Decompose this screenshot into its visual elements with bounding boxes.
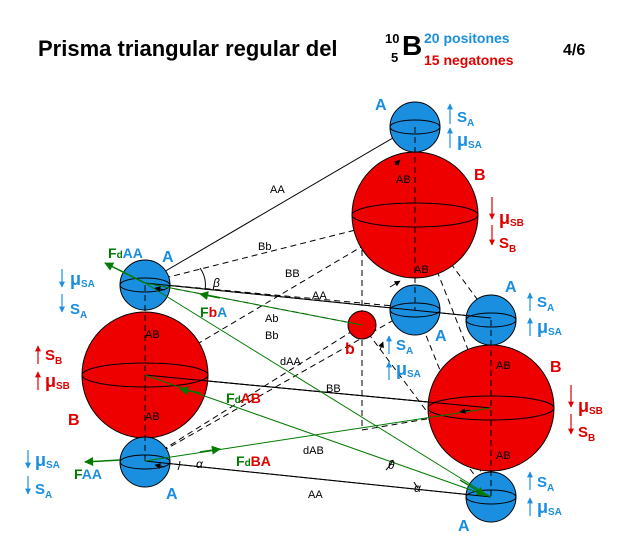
- svg-text:μSA: μSA: [70, 269, 95, 290]
- svg-text:μSA: μSA: [35, 450, 60, 471]
- svg-text:SB: SB: [578, 424, 595, 444]
- svg-text:SA: SA: [457, 109, 474, 129]
- svg-text:μSB: μSB: [578, 396, 603, 417]
- label-b-small: b: [345, 341, 355, 358]
- label-b-left: B: [68, 412, 80, 429]
- label-a-left-upper: A: [162, 249, 174, 266]
- angle-labels: β α α θ: [177, 267, 422, 495]
- edge-inner-bottom: [361, 407, 492, 431]
- daa-line: [144, 282, 492, 498]
- svg-text:SA: SA: [35, 481, 52, 501]
- negatron-count: 15 negatones: [424, 52, 514, 68]
- angle-theta: θ: [388, 458, 395, 472]
- label-ab-back-top: AB: [396, 174, 411, 186]
- atomic-number: 5: [391, 50, 399, 65]
- positron-count: 20 positones: [424, 30, 510, 46]
- label-fdaa: FdAA: [108, 245, 143, 261]
- dab-line: [144, 374, 492, 498]
- svg-text:μSA: μSA: [457, 130, 482, 151]
- label-a-top: A: [375, 97, 387, 114]
- angle-alpha-left: α: [196, 457, 204, 471]
- svg-text:μSA: μSA: [537, 497, 562, 518]
- force-labels: FdAA FbA FdAB FdBA FAA: [74, 245, 271, 482]
- label-b-back: B: [474, 167, 486, 184]
- spheres: [81, 101, 555, 523]
- angle-beta: β: [212, 276, 220, 290]
- label-ab: Ab: [265, 313, 278, 325]
- arrow-fdaa: [104, 262, 146, 284]
- page-number: 4/6: [563, 42, 586, 59]
- label-fdba: FdBA: [236, 453, 271, 469]
- label-ab-left-bottom: AB: [145, 411, 160, 423]
- bb-overlay: [144, 374, 492, 409]
- label-aa-mid: AA: [312, 290, 327, 302]
- aa-bottom-overlay: [144, 460, 492, 498]
- svg-text:μSA: μSA: [537, 317, 562, 338]
- spin-indicators-b: μSB SB SB μSB μSB SB: [35, 197, 603, 444]
- label-a-right-lower: A: [458, 518, 470, 535]
- svg-text:SB: SB: [499, 235, 516, 255]
- label-ab-left-top: AB: [145, 329, 160, 341]
- page-title: Prisma triangular regular del: [38, 36, 338, 61]
- sphere-a-left-lower: [119, 436, 171, 488]
- spin-indicators-a: SA μSA μSA SA SA μSA SA μSA μSA SA SA μS…: [25, 103, 562, 518]
- label-ab-right-top: AB: [496, 360, 511, 372]
- mass-number: 10: [385, 31, 400, 46]
- edge-b-to-a: [361, 324, 492, 498]
- label-fdab: FdAB: [226, 390, 261, 406]
- svg-text:SA: SA: [537, 474, 554, 494]
- edge-a-lower: [144, 307, 416, 462]
- label-bb-upper: Bb: [258, 241, 271, 253]
- aa-overlay: [144, 282, 492, 319]
- label-faa: FAA: [74, 466, 102, 482]
- edge-aa-top: [144, 124, 416, 284]
- label-bb: BB: [285, 268, 300, 280]
- svg-text:SA: SA: [537, 294, 554, 314]
- label-aa-bottom: AA: [308, 489, 323, 501]
- arrow-fba: [199, 291, 221, 301]
- label-a-back-lower: A: [435, 328, 447, 345]
- edge-b-small: [144, 324, 363, 462]
- svg-text:μSB: μSB: [45, 371, 70, 392]
- angle-alpha-right: α: [414, 481, 422, 495]
- sphere-labels: A B A A A b B B A A: [68, 97, 562, 535]
- label-b-right: B: [550, 359, 562, 376]
- label-aa-top: AA: [270, 184, 285, 196]
- svg-text:μSB: μSB: [499, 208, 524, 229]
- label-ab-right-bottom: AB: [496, 450, 511, 462]
- svg-text:μSA: μSA: [396, 359, 421, 380]
- label-fba: FbA: [200, 304, 227, 320]
- label-a-left-lower: A: [166, 486, 178, 503]
- label-ab-back-bottom: AB: [414, 264, 429, 276]
- arrow-fdba: [199, 445, 221, 455]
- label-bb-mid: BB: [326, 383, 341, 395]
- arrow-daa-tip: [459, 479, 486, 496]
- svg-text:SA: SA: [70, 301, 87, 321]
- arrow-faa: [84, 457, 121, 467]
- svg-text:SB: SB: [45, 347, 62, 367]
- element-symbol: B: [402, 30, 423, 61]
- fba-line: [144, 282, 363, 326]
- overlay-lines: [144, 127, 492, 498]
- edge-labels: AA Bb BB AA Ab Bb dAA BB dAB AA AB AB AB…: [145, 174, 511, 501]
- svg-text:SA: SA: [396, 337, 413, 357]
- arrow-fdab: [179, 386, 201, 396]
- label-dab: dAB: [303, 445, 324, 457]
- force-arrows: [84, 262, 486, 496]
- line-arrows: [154, 159, 471, 470]
- label-daa: dAA: [280, 356, 301, 368]
- label-a-right-upper: A: [505, 279, 517, 296]
- label-bb-lower: Bb: [265, 330, 278, 342]
